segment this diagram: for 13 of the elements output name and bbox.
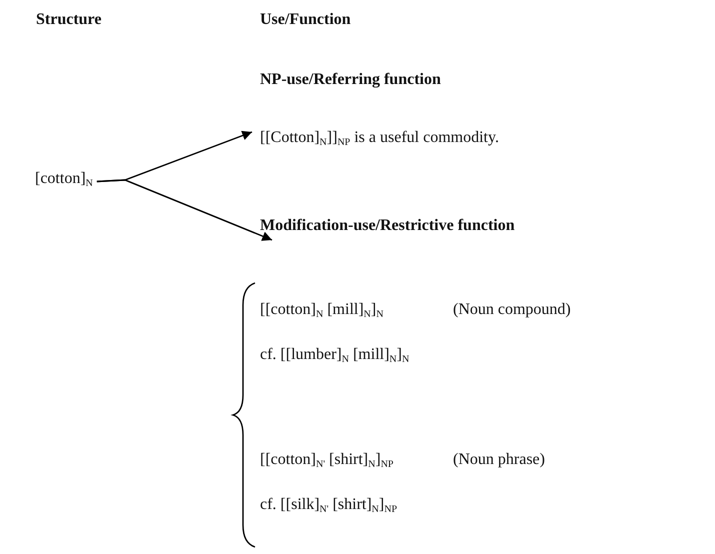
example-note: (Noun phrase) xyxy=(453,450,545,470)
section-heading: NP-use/Referring function xyxy=(260,70,441,90)
example-text: [[cotton]$_{N'}$ [shirt]$_{N}$]$_{NP}$ xyxy=(260,450,394,472)
section-heading: Modification-use/Restrictive function xyxy=(260,217,515,234)
example-text: [[cotton]$_{N}$ [mill]$_{N}$]$_{N}$ xyxy=(260,300,384,322)
arrow xyxy=(96,179,272,241)
example-sentence: [[Cotton]$_{N}$]]$_{NP}$ is a useful commodity. xyxy=(260,129,499,146)
example-text: cf. [[silk]$_{N'}$ [shirt]$_{N}$]$_{NP}$ xyxy=(260,495,398,517)
example-text: cf. [[lumber]$_{N}$ [mill]$_{N}$]$_{N}$ xyxy=(260,345,410,367)
structure-text: [cotton]$_{N}$ xyxy=(35,170,93,187)
example-note: (Noun compound) xyxy=(453,300,571,320)
column-heading: Use/Function xyxy=(260,10,351,30)
column-heading: Structure xyxy=(36,10,102,30)
